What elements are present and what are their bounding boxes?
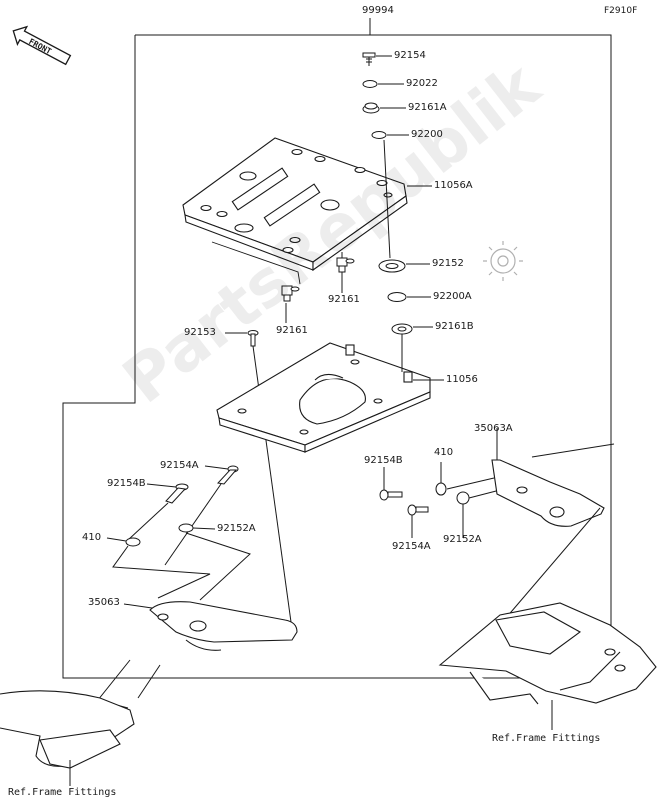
upper-plate-11056A (182, 137, 408, 272)
front-arrow-icon (12, 25, 72, 66)
bolt-92154B-right-icon (379, 489, 403, 501)
callout-92161-lower: 92161 (276, 325, 308, 336)
callout-92154A-right: 92154A (392, 541, 431, 552)
callout-92154B-left: 92154B (107, 478, 146, 489)
callout-35063A: 35063A (474, 423, 513, 434)
callout-92200A: 92200A (433, 291, 472, 302)
callout-410-left: 410 (82, 532, 102, 543)
bolt-92154B-left-icon (165, 483, 189, 504)
collar-92161A-icon (362, 102, 380, 114)
callout-92022: 92022 (406, 78, 438, 89)
callout-92161A: 92161A (408, 102, 447, 113)
right-frame-fitting (438, 602, 657, 705)
grommet-92152-icon (378, 259, 406, 273)
left-frame-fitting (0, 690, 135, 769)
callout-92152: 92152 (432, 258, 464, 269)
washer-410-right-icon (435, 482, 447, 496)
callout-92200: 92200 (411, 129, 443, 140)
callout-92153: 92153 (184, 327, 216, 338)
bolt-92154A-right-icon (407, 504, 429, 516)
washer-92200-icon (371, 131, 387, 139)
collar-92152A-right-icon (456, 491, 470, 505)
callout-11056: 11056 (446, 374, 478, 385)
callout-92154A-left: 92154A (160, 460, 199, 471)
callout-92152A-right: 92152A (443, 534, 482, 545)
washer-410-left-icon (125, 537, 141, 547)
ref-frame-fittings-left: Ref.Frame Fittings (8, 787, 117, 798)
callout-92161-upper: 92161 (328, 294, 360, 305)
diagram-code: F2910F (604, 6, 638, 16)
bolt-92161-lower-icon (281, 285, 300, 302)
callout-35063: 35063 (88, 597, 120, 608)
bracket-35063 (149, 601, 298, 651)
screw-92153-icon (247, 330, 259, 347)
callout-11056A: 11056A (434, 180, 473, 191)
callout-92154: 92154 (394, 50, 426, 61)
collar-92161B-icon (391, 323, 413, 335)
assembly-number: 99994 (362, 5, 394, 16)
bracket-35063A (491, 459, 605, 527)
callout-410-right: 410 (434, 447, 454, 458)
collar-92152A-left-icon (178, 523, 194, 533)
bolt-92161-icon (336, 252, 355, 273)
callout-92161B: 92161B (435, 321, 474, 332)
callout-92152A-left: 92152A (217, 523, 256, 534)
washer-92200A-icon (387, 292, 407, 302)
gear-icon (483, 241, 523, 281)
screw-92154-icon (362, 52, 376, 66)
assembly-frame (62, 34, 612, 679)
base-plate-11056 (216, 342, 431, 453)
callout-92154B-right: 92154B (364, 455, 403, 466)
ref-frame-fittings-right: Ref.Frame Fittings (492, 733, 601, 744)
washer-92022-icon (362, 80, 378, 88)
